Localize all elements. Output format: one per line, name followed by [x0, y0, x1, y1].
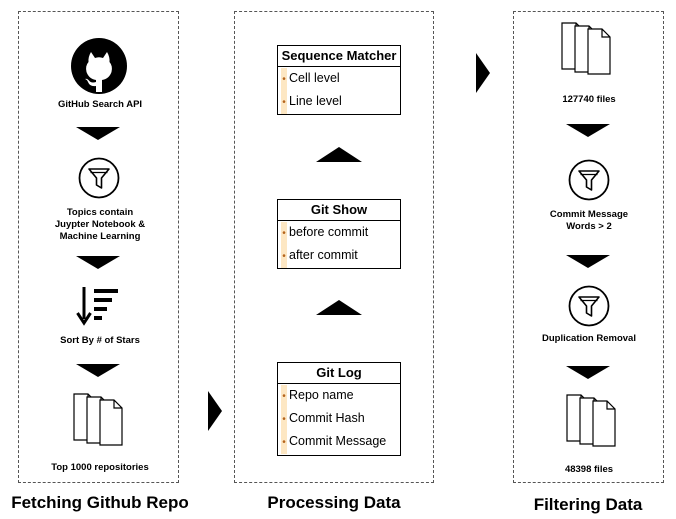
top-repositories-label: Top 1000 repositories [51, 462, 149, 473]
documents-stack-icon [561, 22, 611, 75]
list-item: •before commit [278, 221, 400, 245]
git-log-title: Git Log [278, 363, 400, 384]
list-item: •Repo name [278, 384, 400, 408]
arrow-down-1 [76, 127, 120, 140]
bullet-icon: • [281, 68, 287, 91]
documents-stack-icon [566, 394, 616, 447]
arrow-down-4 [566, 124, 610, 137]
list-item: •Commit Message [278, 430, 400, 454]
github-logo-icon [71, 38, 127, 94]
sort-descending-icon [76, 287, 118, 326]
commit-message-filter-label: Commit Message Words > 2 [549, 209, 629, 232]
bullet-icon: • [281, 385, 287, 408]
funnel-filter-icon [78, 157, 120, 199]
arrow-down-5 [566, 255, 610, 268]
arrow-right-1 [208, 391, 222, 431]
git-show-box: Git Show •before commit •after commit [277, 199, 401, 269]
fetch-caption: Fetching Github Repo [11, 493, 189, 512]
bullet-icon: • [281, 91, 287, 114]
topics-filter-label: Topics contain Juypter Notebook & Machin… [54, 207, 146, 242]
list-item: •Line level [278, 90, 400, 114]
bullet-icon: • [281, 245, 287, 268]
process-caption: Processing Data [267, 493, 401, 512]
duplication-removal-label: Duplication Removal [542, 333, 636, 344]
fetch-panel [18, 11, 179, 483]
process-panel [234, 11, 434, 483]
git-show-title: Git Show [278, 200, 400, 221]
sequence-matcher-box: Sequence Matcher •Cell level •Line level [277, 45, 401, 115]
bullet-icon: • [281, 431, 287, 454]
arrow-up-2 [316, 300, 362, 315]
files-after-label: 48398 files [564, 464, 614, 475]
documents-stack-icon [73, 393, 123, 446]
github-search-api-label: GitHub Search API [57, 99, 143, 110]
filter-panel [513, 11, 664, 483]
sort-by-stars-label: Sort By # of Stars [60, 335, 140, 346]
bullet-icon: • [281, 408, 287, 431]
arrow-up-1 [316, 147, 362, 162]
bullet-icon: • [281, 222, 287, 245]
list-item: •Cell level [278, 67, 400, 91]
funnel-filter-icon [568, 159, 610, 201]
list-item: •Commit Hash [278, 407, 400, 431]
arrow-right-2 [476, 53, 490, 93]
funnel-filter-icon [568, 285, 610, 327]
arrow-down-6 [566, 366, 610, 379]
filter-caption: Filtering Data [533, 495, 643, 514]
files-before-label: 127740 files [562, 94, 616, 105]
arrow-down-2 [76, 256, 120, 269]
sequence-matcher-title: Sequence Matcher [278, 46, 400, 67]
arrow-down-3 [76, 364, 120, 377]
list-item: •after commit [278, 244, 400, 268]
git-log-box: Git Log •Repo name •Commit Hash •Commit … [277, 362, 401, 456]
